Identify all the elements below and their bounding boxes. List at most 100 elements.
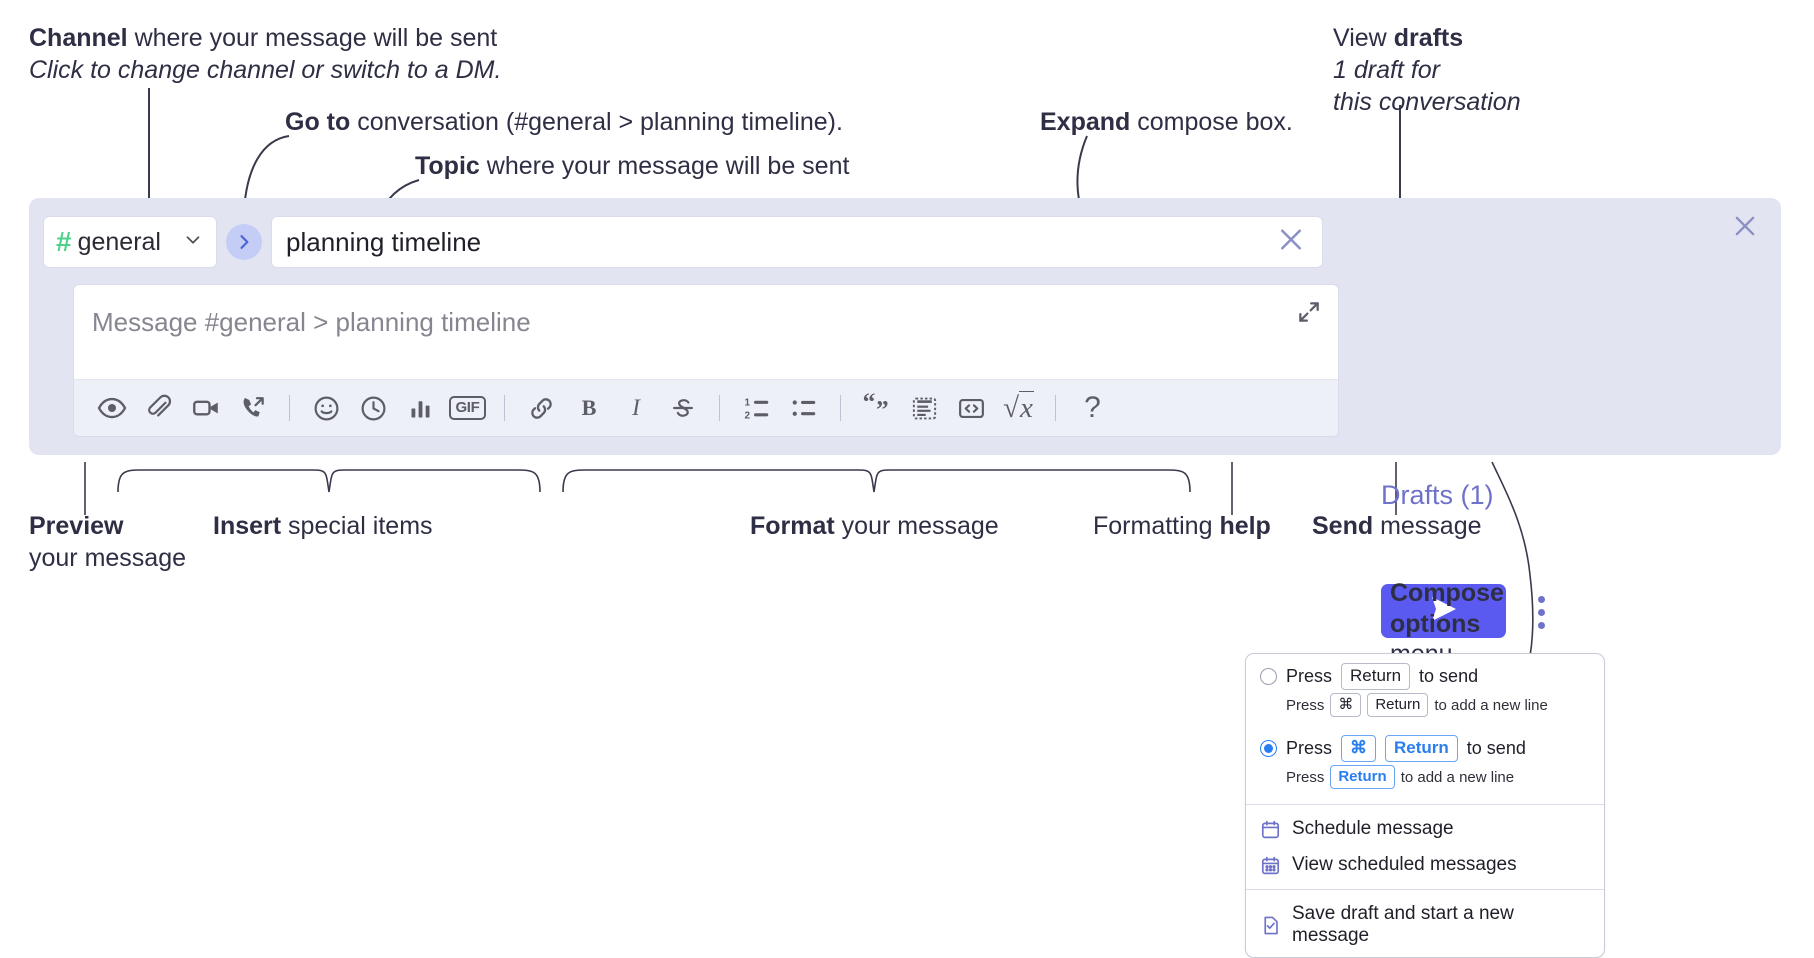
- calendar-view-icon: [1260, 855, 1281, 876]
- menu-option1-hint: Press ⌘ Return to add a new line: [1246, 692, 1604, 726]
- topic-value: planning timeline: [286, 226, 482, 257]
- menu-option-return-to-send[interactable]: Press Return to send: [1246, 654, 1604, 692]
- menu-item-save-draft[interactable]: Save draft and start a new message: [1246, 896, 1604, 957]
- menu-item-label: View scheduled messages: [1292, 854, 1517, 876]
- sqrt-glyph: √x: [1003, 390, 1034, 424]
- annotation-insert-bold: Insert: [213, 512, 282, 540]
- annotation-help-pre: Formatting: [1093, 512, 1220, 540]
- annotation-send-bold: Send: [1312, 512, 1374, 540]
- annotation-format-bold: Format: [750, 512, 835, 540]
- compose-header-row: # general planning timeline: [43, 216, 1323, 268]
- annotation-preview: Preview your message: [29, 510, 186, 574]
- menu-divider-1: [1246, 804, 1604, 806]
- annotation-channel: Channel where your message will be sent …: [29, 22, 501, 86]
- option1-key-return: Return: [1341, 663, 1411, 690]
- math-icon[interactable]: √x: [995, 386, 1042, 431]
- topic-input[interactable]: planning timeline: [271, 216, 1323, 268]
- close-icon[interactable]: [1731, 212, 1759, 240]
- annotation-drafts-bold: drafts: [1393, 24, 1464, 52]
- divider-5: [1055, 395, 1056, 421]
- annotation-drafts-sub2: this conversation: [1333, 88, 1521, 116]
- blockquote-icon[interactable]: “ ”: [854, 386, 901, 431]
- annotation-channel-sub: Click to change channel or switch to a D…: [29, 56, 502, 84]
- message-input-box[interactable]: Message #general > planning timeline: [73, 284, 1339, 437]
- clear-topic-icon[interactable]: [1276, 225, 1306, 260]
- menu-item-label: Schedule message: [1292, 818, 1454, 840]
- radio-unselected-icon[interactable]: [1260, 667, 1277, 685]
- channel-selector[interactable]: # general: [43, 216, 217, 268]
- annotation-help-bold: help: [1219, 512, 1271, 540]
- option2-press: Press: [1286, 738, 1333, 759]
- drafts-link[interactable]: Drafts (1): [1381, 480, 1494, 510]
- ordered-list-icon[interactable]: 1 2: [733, 386, 780, 431]
- link-icon[interactable]: [518, 386, 565, 431]
- calendar-schedule-icon: [1260, 819, 1281, 840]
- clock-icon[interactable]: [350, 386, 397, 431]
- preview-icon[interactable]: [88, 386, 135, 431]
- expand-compose-icon[interactable]: [1296, 299, 1322, 325]
- radio-selected-icon[interactable]: [1260, 740, 1277, 758]
- annotation-format: Format your message: [750, 510, 999, 542]
- hash-icon: #: [56, 226, 72, 257]
- annotation-goto-rest: conversation (#general > planning timeli…: [350, 108, 843, 136]
- option2-sub-press: Press: [1286, 768, 1325, 786]
- strikethrough-icon[interactable]: [659, 386, 706, 431]
- attachment-icon[interactable]: [135, 386, 182, 431]
- annotation-channel-rest: where your message will be sent: [127, 24, 498, 52]
- audio-call-icon[interactable]: [229, 386, 276, 431]
- option1-sub-key-return: Return: [1367, 692, 1429, 718]
- video-icon[interactable]: [182, 386, 229, 431]
- annotation-insert-rest: special items: [281, 512, 433, 540]
- send-arrow-icon: [1421, 591, 1467, 632]
- dot-3: [1537, 621, 1545, 629]
- send-button[interactable]: [1381, 584, 1506, 638]
- help-icon[interactable]: ?: [1069, 386, 1116, 431]
- message-placeholder: Message #general > planning timeline: [92, 307, 531, 337]
- menu-divider-2: [1246, 889, 1604, 891]
- emoji-icon[interactable]: [303, 386, 350, 431]
- divider-3: [719, 395, 720, 421]
- annotation-preview-bold: Preview: [29, 512, 124, 540]
- option1-sub-key-cmd: ⌘: [1330, 692, 1362, 718]
- svg-text:“: “: [862, 392, 875, 416]
- svg-text:1: 1: [744, 398, 750, 409]
- menu-item-schedule-message[interactable]: Schedule message: [1246, 811, 1604, 847]
- compose-options-button[interactable]: [1529, 590, 1553, 634]
- italic-icon[interactable]: I: [612, 386, 659, 431]
- menu-item-view-scheduled-messages[interactable]: View scheduled messages: [1246, 847, 1604, 883]
- option2-tail: to send: [1466, 738, 1526, 759]
- option2-sub-tail: to add a new line: [1400, 768, 1515, 786]
- inline-code-icon[interactable]: [948, 386, 995, 431]
- menu-option-cmd-return-to-send[interactable]: Press ⌘ Return to send: [1246, 726, 1604, 764]
- gif-icon[interactable]: GIF: [444, 386, 491, 431]
- bold-icon[interactable]: B: [565, 386, 612, 431]
- dot-1: [1537, 595, 1545, 603]
- option1-press: Press: [1286, 665, 1333, 686]
- annotation-topic-rest: where your message will be sent: [479, 152, 850, 180]
- code-block-icon[interactable]: [901, 386, 948, 431]
- annotation-preview-line2: your message: [29, 544, 187, 572]
- divider-2: [504, 395, 505, 421]
- annotation-expand-bold: Expand: [1040, 108, 1131, 136]
- svg-text:2: 2: [744, 411, 750, 422]
- annotation-format-rest: your message: [834, 512, 999, 540]
- divider-1: [289, 395, 290, 421]
- channel-name-label: general: [77, 227, 161, 256]
- gif-label: GIF: [449, 395, 486, 421]
- poll-icon[interactable]: [397, 386, 444, 431]
- compose-options-menu: Press Return to send Press ⌘ Return to a…: [1245, 653, 1605, 958]
- save-draft-icon: [1260, 915, 1281, 936]
- annotation-topic: Topic where your message will be sent: [415, 150, 849, 182]
- bulleted-list-icon[interactable]: [780, 386, 827, 431]
- svg-text:”: ”: [876, 395, 889, 423]
- option2-key-cmd: ⌘: [1341, 735, 1377, 763]
- goto-conversation-button[interactable]: [226, 224, 262, 260]
- formatting-toolbar: GIF B I: [74, 379, 1338, 436]
- divider-4: [840, 395, 841, 421]
- chevron-down-icon: [182, 229, 204, 256]
- option1-sub-tail: to add a new line: [1434, 696, 1548, 714]
- option1-sub-press: Press: [1286, 696, 1325, 714]
- annotation-insert: Insert special items: [213, 510, 433, 542]
- dot-2: [1537, 608, 1545, 616]
